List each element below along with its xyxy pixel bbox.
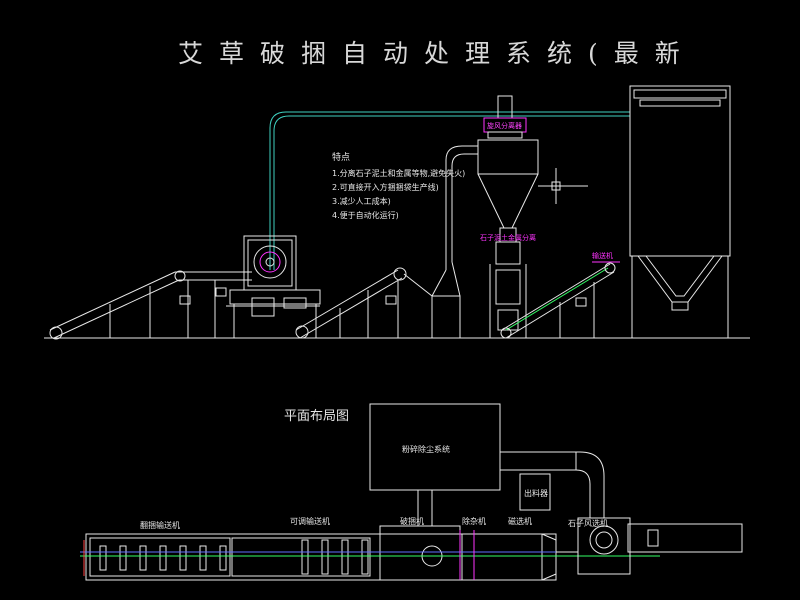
note-item-3: 3.减少人工成本)	[332, 196, 391, 206]
plan-label-6: 石子风选机	[568, 518, 608, 528]
magenta-annotations: 旋风分离器 石子泥土金属分离 输送机	[480, 121, 613, 260]
shredder-chute	[403, 145, 478, 338]
cyclone-side-label: 石子泥土金属分离	[480, 233, 536, 242]
conveyor-tag-label: 输送机	[592, 251, 613, 260]
feed-conveyor	[49, 270, 252, 340]
plan-title: 平面布局图	[284, 409, 349, 424]
plan-label-1: 翻捆输送机	[140, 520, 180, 530]
note-item-4: 4.便于自动化运行)	[332, 210, 399, 220]
middle-conveyor	[295, 267, 407, 339]
plan-labels: 粉碎除尘系统 出料器 翻捆输送机 可调输送机 破捆机 除杂机 磁选机 石子风选机	[140, 444, 608, 530]
conveyor-slats	[99, 539, 369, 575]
plan-label-3: 破捆机	[400, 516, 424, 526]
separator-discharge	[627, 523, 743, 553]
note-item-1: 1.分离石子泥土和金属等物,避免失火)	[332, 168, 465, 178]
plan-view	[80, 403, 743, 581]
room-label: 粉碎除尘系统	[402, 444, 450, 454]
plan-duct	[500, 451, 605, 518]
hopper	[519, 473, 551, 511]
feature-notes: 特点 1.分离石子泥土和金属等物,避免失火) 2.可直接开入方捆捆袋生产线) 3…	[332, 151, 465, 220]
plan-conveyor-line	[85, 533, 557, 581]
bale-breaker	[226, 235, 321, 338]
drawing-title: 艾草破捆自动处理系统(最新	[178, 39, 696, 68]
hopper-label: 出料器	[524, 488, 548, 498]
dust-system-room	[369, 403, 501, 491]
right-conveyor	[500, 261, 620, 339]
stone-separator	[577, 517, 631, 575]
dust-collector	[629, 85, 731, 338]
cyan-duct	[269, 111, 630, 270]
plan-label-4: 除杂机	[462, 516, 486, 526]
cyan-duct-inner	[273, 115, 630, 270]
elevation-view	[44, 85, 750, 340]
plan-label-5: 磁选机	[508, 516, 532, 526]
plan-label-2: 可调输送机	[290, 516, 330, 526]
cyclone-box-label: 旋风分离器	[487, 121, 522, 130]
note-item-2: 2.可直接开入方捆捆袋生产线)	[332, 182, 439, 192]
cyclone-separator	[477, 95, 588, 338]
notes-heading: 特点	[332, 151, 350, 163]
